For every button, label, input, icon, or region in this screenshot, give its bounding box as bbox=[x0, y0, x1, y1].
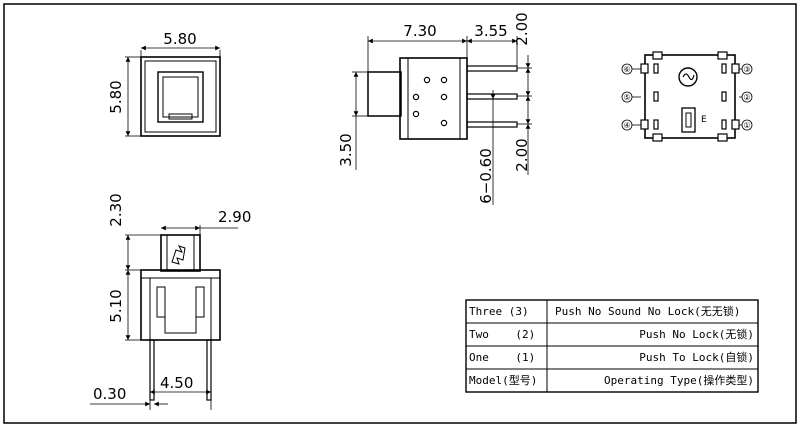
table-row-3-type: Push To Lock(自锁) bbox=[639, 350, 754, 364]
front-view: 2.30 5.10 2.90 4.50 0.30 bbox=[90, 193, 251, 410]
pin-label-4: ④ bbox=[623, 121, 630, 130]
footprint-pin-slots bbox=[653, 63, 727, 130]
table-row-1-model: Three (3) bbox=[469, 305, 529, 318]
top-view-actuator bbox=[157, 71, 204, 123]
top-view-actuator-inner bbox=[162, 76, 199, 118]
footprint-mark: E bbox=[701, 115, 707, 125]
top-height-label: 5.80 bbox=[107, 80, 125, 113]
pin-label-6: ⑥ bbox=[623, 65, 630, 74]
side-pin-length-label: 3.55 bbox=[474, 22, 507, 40]
side-view: 7.30 3.55 2.00 2.00 3.50 6−0.60 bbox=[337, 12, 532, 205]
side-height-label: 3.50 bbox=[337, 133, 355, 166]
side-view-contacts bbox=[412, 76, 448, 127]
front-actuator-width-label: 2.90 bbox=[218, 208, 251, 226]
pin-label-3: ③ bbox=[743, 65, 750, 74]
footprint-logo-icon bbox=[678, 67, 698, 87]
front-actuator-height-label: 2.30 bbox=[107, 193, 125, 226]
footprint-body bbox=[644, 54, 736, 139]
front-view-body bbox=[140, 269, 221, 341]
front-body-height-label: 5.10 bbox=[107, 289, 125, 322]
side-view-plunger bbox=[367, 71, 402, 117]
side-pitch-top-label: 2.00 bbox=[513, 12, 531, 45]
top-view-slot bbox=[168, 113, 193, 120]
front-view-pin-right bbox=[206, 339, 212, 401]
front-pin-spacing-label: 4.50 bbox=[160, 374, 193, 392]
top-view-inner bbox=[144, 60, 217, 133]
pin-spec-label: 6−0.60 bbox=[477, 148, 495, 204]
front-view-actuator bbox=[160, 234, 201, 272]
pin-label-5: ⑤ bbox=[623, 93, 630, 102]
footprint-center-slot bbox=[681, 107, 696, 133]
table-row-3-model: One (1) bbox=[469, 351, 535, 364]
footprint-view: E ⑥ ⑤ ④ ③ ② ① bbox=[621, 51, 753, 142]
front-view-pin-left bbox=[149, 339, 155, 401]
pin-label-2: ② bbox=[743, 93, 750, 102]
side-view-body bbox=[399, 57, 468, 140]
model-table: Three (3) Push No Sound No Lock(无无锁) Two… bbox=[465, 299, 759, 393]
top-width-label: 5.80 bbox=[163, 30, 196, 48]
table-header-type: Operating Type(操作类型) bbox=[604, 373, 754, 387]
front-pin-thickness-label: 0.30 bbox=[93, 385, 126, 403]
pin-label-1: ① bbox=[743, 121, 750, 130]
side-length-label: 7.30 bbox=[403, 22, 436, 40]
table-row-2-type: Push No Lock(无锁) bbox=[639, 327, 754, 341]
pin-number-markers bbox=[621, 63, 753, 131]
table-row-2-model: Two (2) bbox=[469, 328, 535, 341]
table-header-model: Model(型号) bbox=[469, 373, 537, 387]
top-view: 5.80 5.80 bbox=[107, 30, 221, 137]
table-row-1-type: Push No Sound No Lock(无无锁) bbox=[555, 304, 740, 318]
side-pitch-bottom-label: 2.00 bbox=[513, 138, 531, 171]
top-view-body bbox=[140, 56, 221, 137]
side-view-pins bbox=[466, 65, 518, 128]
drawing-border bbox=[3, 3, 797, 424]
